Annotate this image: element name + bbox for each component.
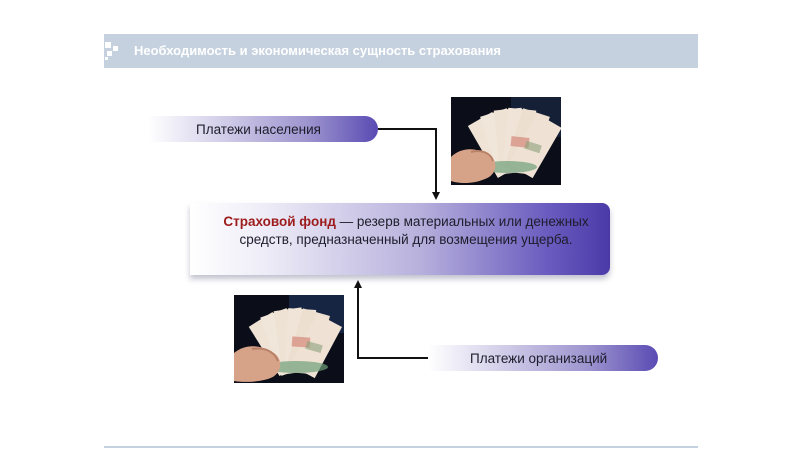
- bottom-divider: [104, 446, 698, 448]
- title-bar: Необходимость и экономическая сущность с…: [104, 34, 698, 68]
- slide-title: Необходимость и экономическая сущность с…: [134, 43, 502, 58]
- payments-population-label: Платежи населения: [148, 116, 378, 142]
- arrow-bottom-to-fund: [354, 280, 428, 359]
- payments-population-text: Платежи населения: [196, 121, 321, 137]
- hand-with-banknotes-photo: [234, 295, 344, 383]
- arrow-top-to-fund: [378, 128, 440, 200]
- insurance-fund-term: Страховой фонд: [223, 214, 336, 229]
- hand-with-banknotes-photo: [451, 97, 561, 185]
- insurance-fund-definition: Страховой фонд — резерв материальных или…: [210, 213, 602, 249]
- insurance-fund-box: Страховой фонд — резерв материальных или…: [190, 203, 610, 275]
- payments-organizations-text: Платежи организаций: [470, 350, 608, 366]
- insurance-fund-description: — резерв материальных или денежных средс…: [239, 214, 589, 247]
- bullet-squares-icon: [105, 42, 123, 60]
- payments-organizations-label: Платежи организаций: [428, 345, 658, 371]
